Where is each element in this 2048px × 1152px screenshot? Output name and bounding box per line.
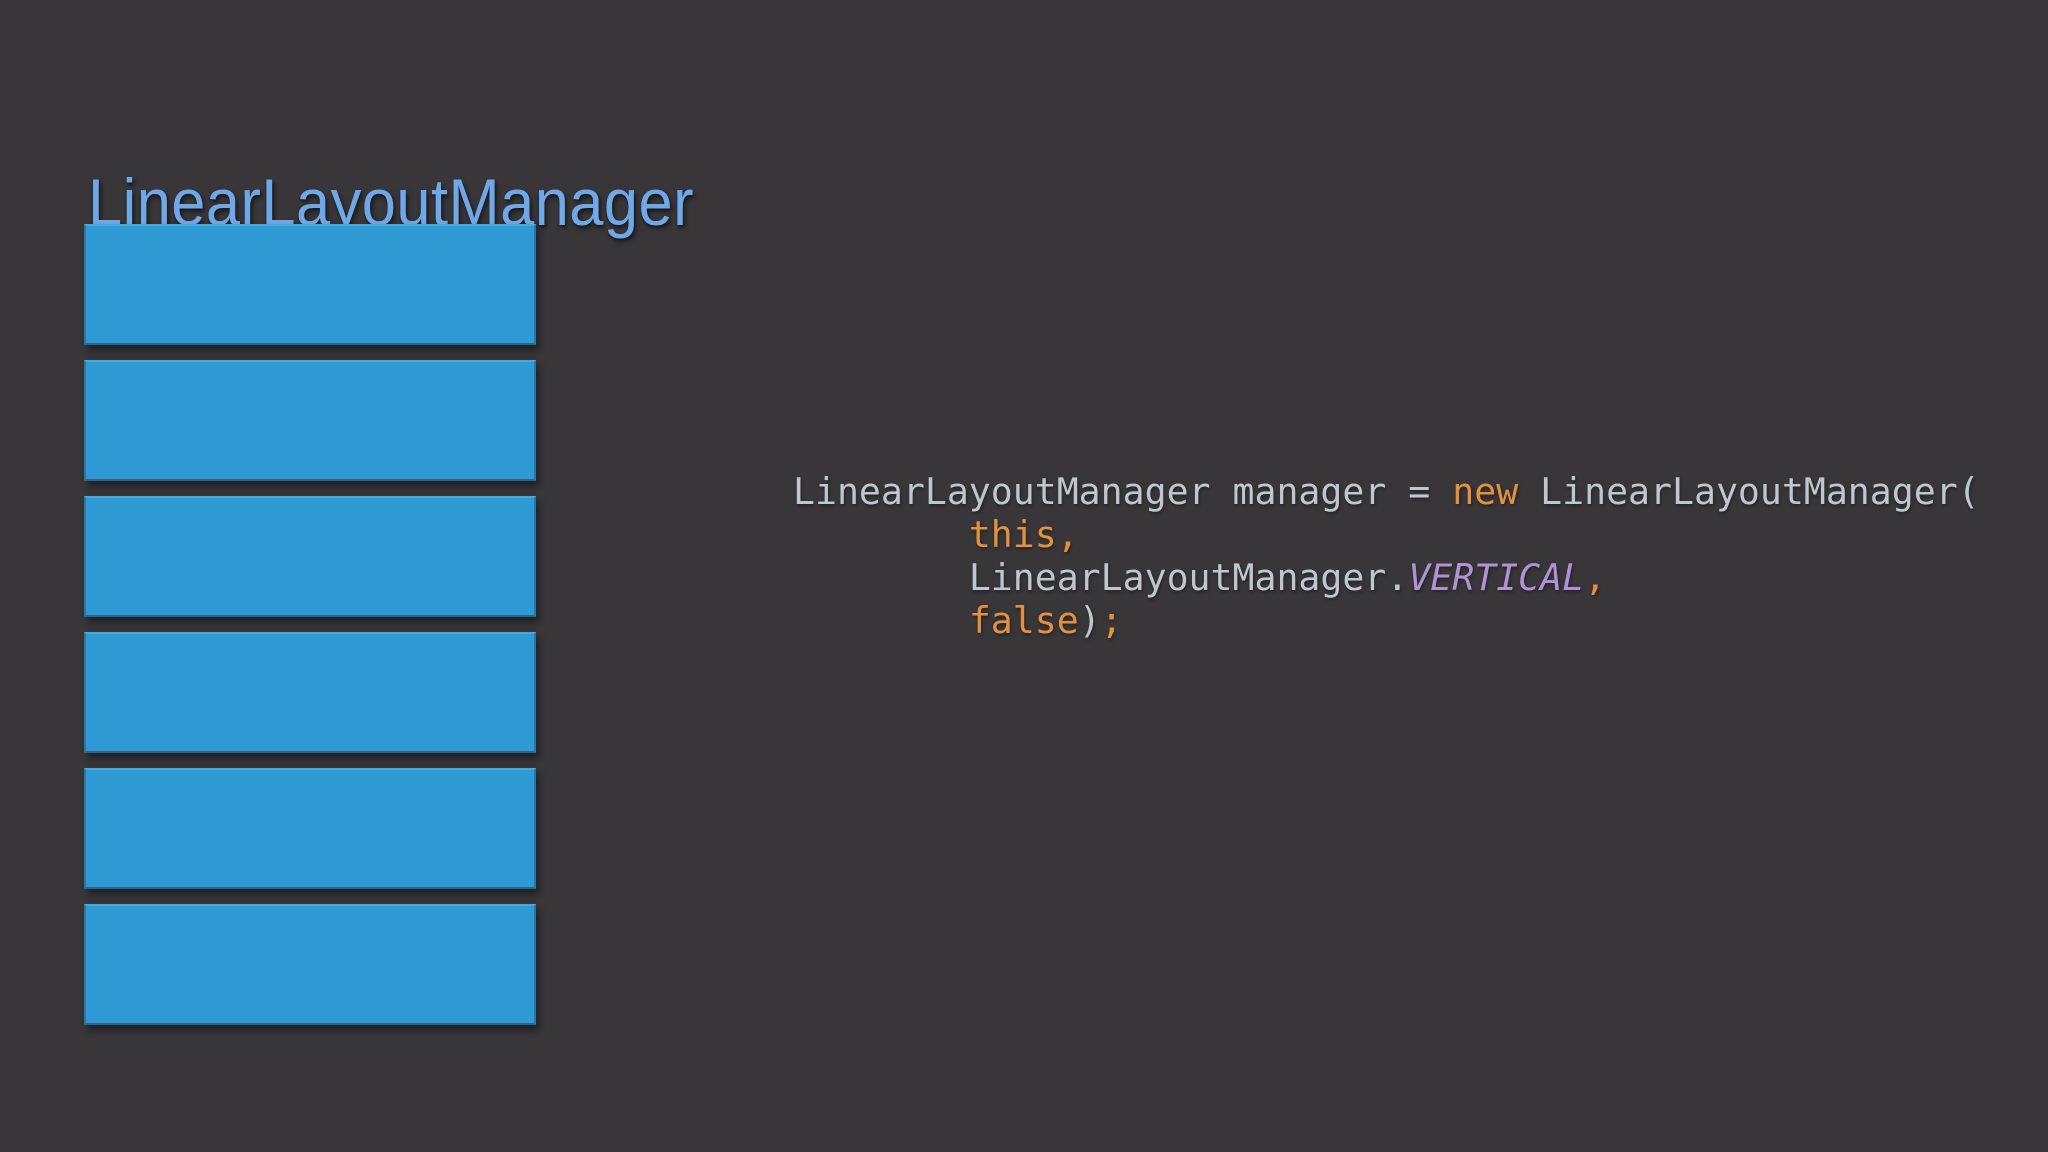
- code-segment: LinearLayoutManager manager =: [793, 470, 1453, 513]
- code-indent: [793, 556, 969, 599]
- list-item: [84, 632, 536, 753]
- code-keyword-new: new: [1452, 470, 1519, 513]
- code-keyword-false: false: [968, 599, 1079, 642]
- code-constant-vertical: VERTICAL: [1408, 556, 1585, 599]
- list-item: [84, 496, 536, 617]
- code-paren: ): [1078, 599, 1101, 642]
- code-line: this,: [793, 513, 1980, 556]
- code-comma: ,: [1584, 556, 1607, 599]
- code-semicolon: ;: [1100, 599, 1123, 642]
- code-line: LinearLayoutManager manager = new Linear…: [793, 470, 1980, 513]
- code-line: false);: [793, 599, 1980, 642]
- code-snippet: LinearLayoutManager manager = new Linear…: [793, 470, 1980, 642]
- code-keyword-this: this: [968, 513, 1057, 556]
- vertical-item-list: [84, 224, 536, 1025]
- code-indent: [793, 599, 969, 642]
- code-line: LinearLayoutManager.VERTICAL,: [793, 556, 1980, 599]
- list-item: [84, 768, 536, 889]
- list-item: [84, 904, 536, 1025]
- code-comma: ,: [1056, 513, 1079, 556]
- list-item: [84, 360, 536, 481]
- code-segment: LinearLayoutManager(: [1518, 470, 1980, 513]
- code-segment: LinearLayoutManager.: [968, 556, 1409, 599]
- code-indent: [793, 513, 969, 556]
- list-item: [84, 224, 536, 345]
